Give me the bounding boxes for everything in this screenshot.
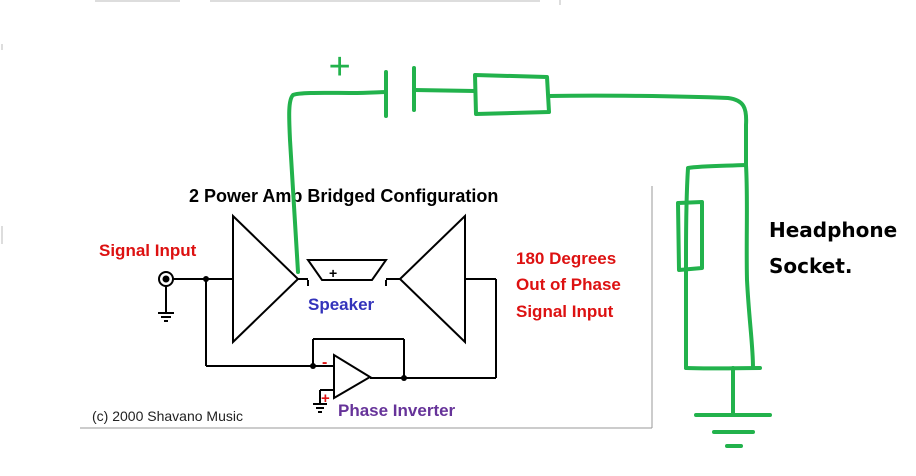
junction-dot	[310, 363, 316, 369]
series-resistor-icon	[473, 73, 551, 116]
phase-label-line2: Out of Phase	[516, 275, 621, 294]
speaker-icon	[306, 259, 388, 281]
annotation-wire	[547, 93, 749, 167]
annotation-wire-to-cap	[287, 90, 388, 274]
headphone-resistor-icon	[676, 200, 704, 272]
headphone-label-line1: Headphone	[769, 218, 897, 242]
inverter-minus-sign: -	[322, 354, 327, 371]
diagram-panel-border	[80, 186, 653, 429]
phase-label-line3: Signal Input	[516, 302, 614, 321]
inverter-plus-sign: +	[321, 390, 330, 407]
top-edge-artifacts	[1, 0, 561, 244]
right-amplifier-icon	[398, 213, 466, 345]
phase-label-line1: 180 Degrees	[516, 249, 616, 268]
polarity-marker: +	[328, 46, 350, 88]
left-amplifier-icon	[232, 213, 300, 345]
headphone-annotation	[287, 66, 772, 448]
junction-dot	[203, 276, 209, 282]
diagram-title: 2 Power Amp Bridged Configuration	[189, 186, 498, 206]
headphone-label-line2: Socket.	[769, 254, 853, 278]
headphone-right-wire	[744, 163, 755, 370]
speaker-label: Speaker	[308, 295, 375, 314]
bridged-amp-circuit	[158, 213, 497, 413]
junction-dot	[401, 375, 407, 381]
phase-inverter-label: Phase Inverter	[338, 401, 456, 420]
speaker-plus-sign: +	[329, 265, 337, 281]
junction-dots	[203, 276, 407, 381]
headphone-left-wire	[683, 163, 748, 370]
annotation-wire	[412, 88, 477, 93]
signal-input-label: Signal Input	[99, 241, 197, 260]
copyright-text: (c) 2000 Shavano Music	[92, 408, 243, 424]
input-jack-center	[162, 275, 170, 283]
phase-inverter-icon	[333, 353, 372, 400]
